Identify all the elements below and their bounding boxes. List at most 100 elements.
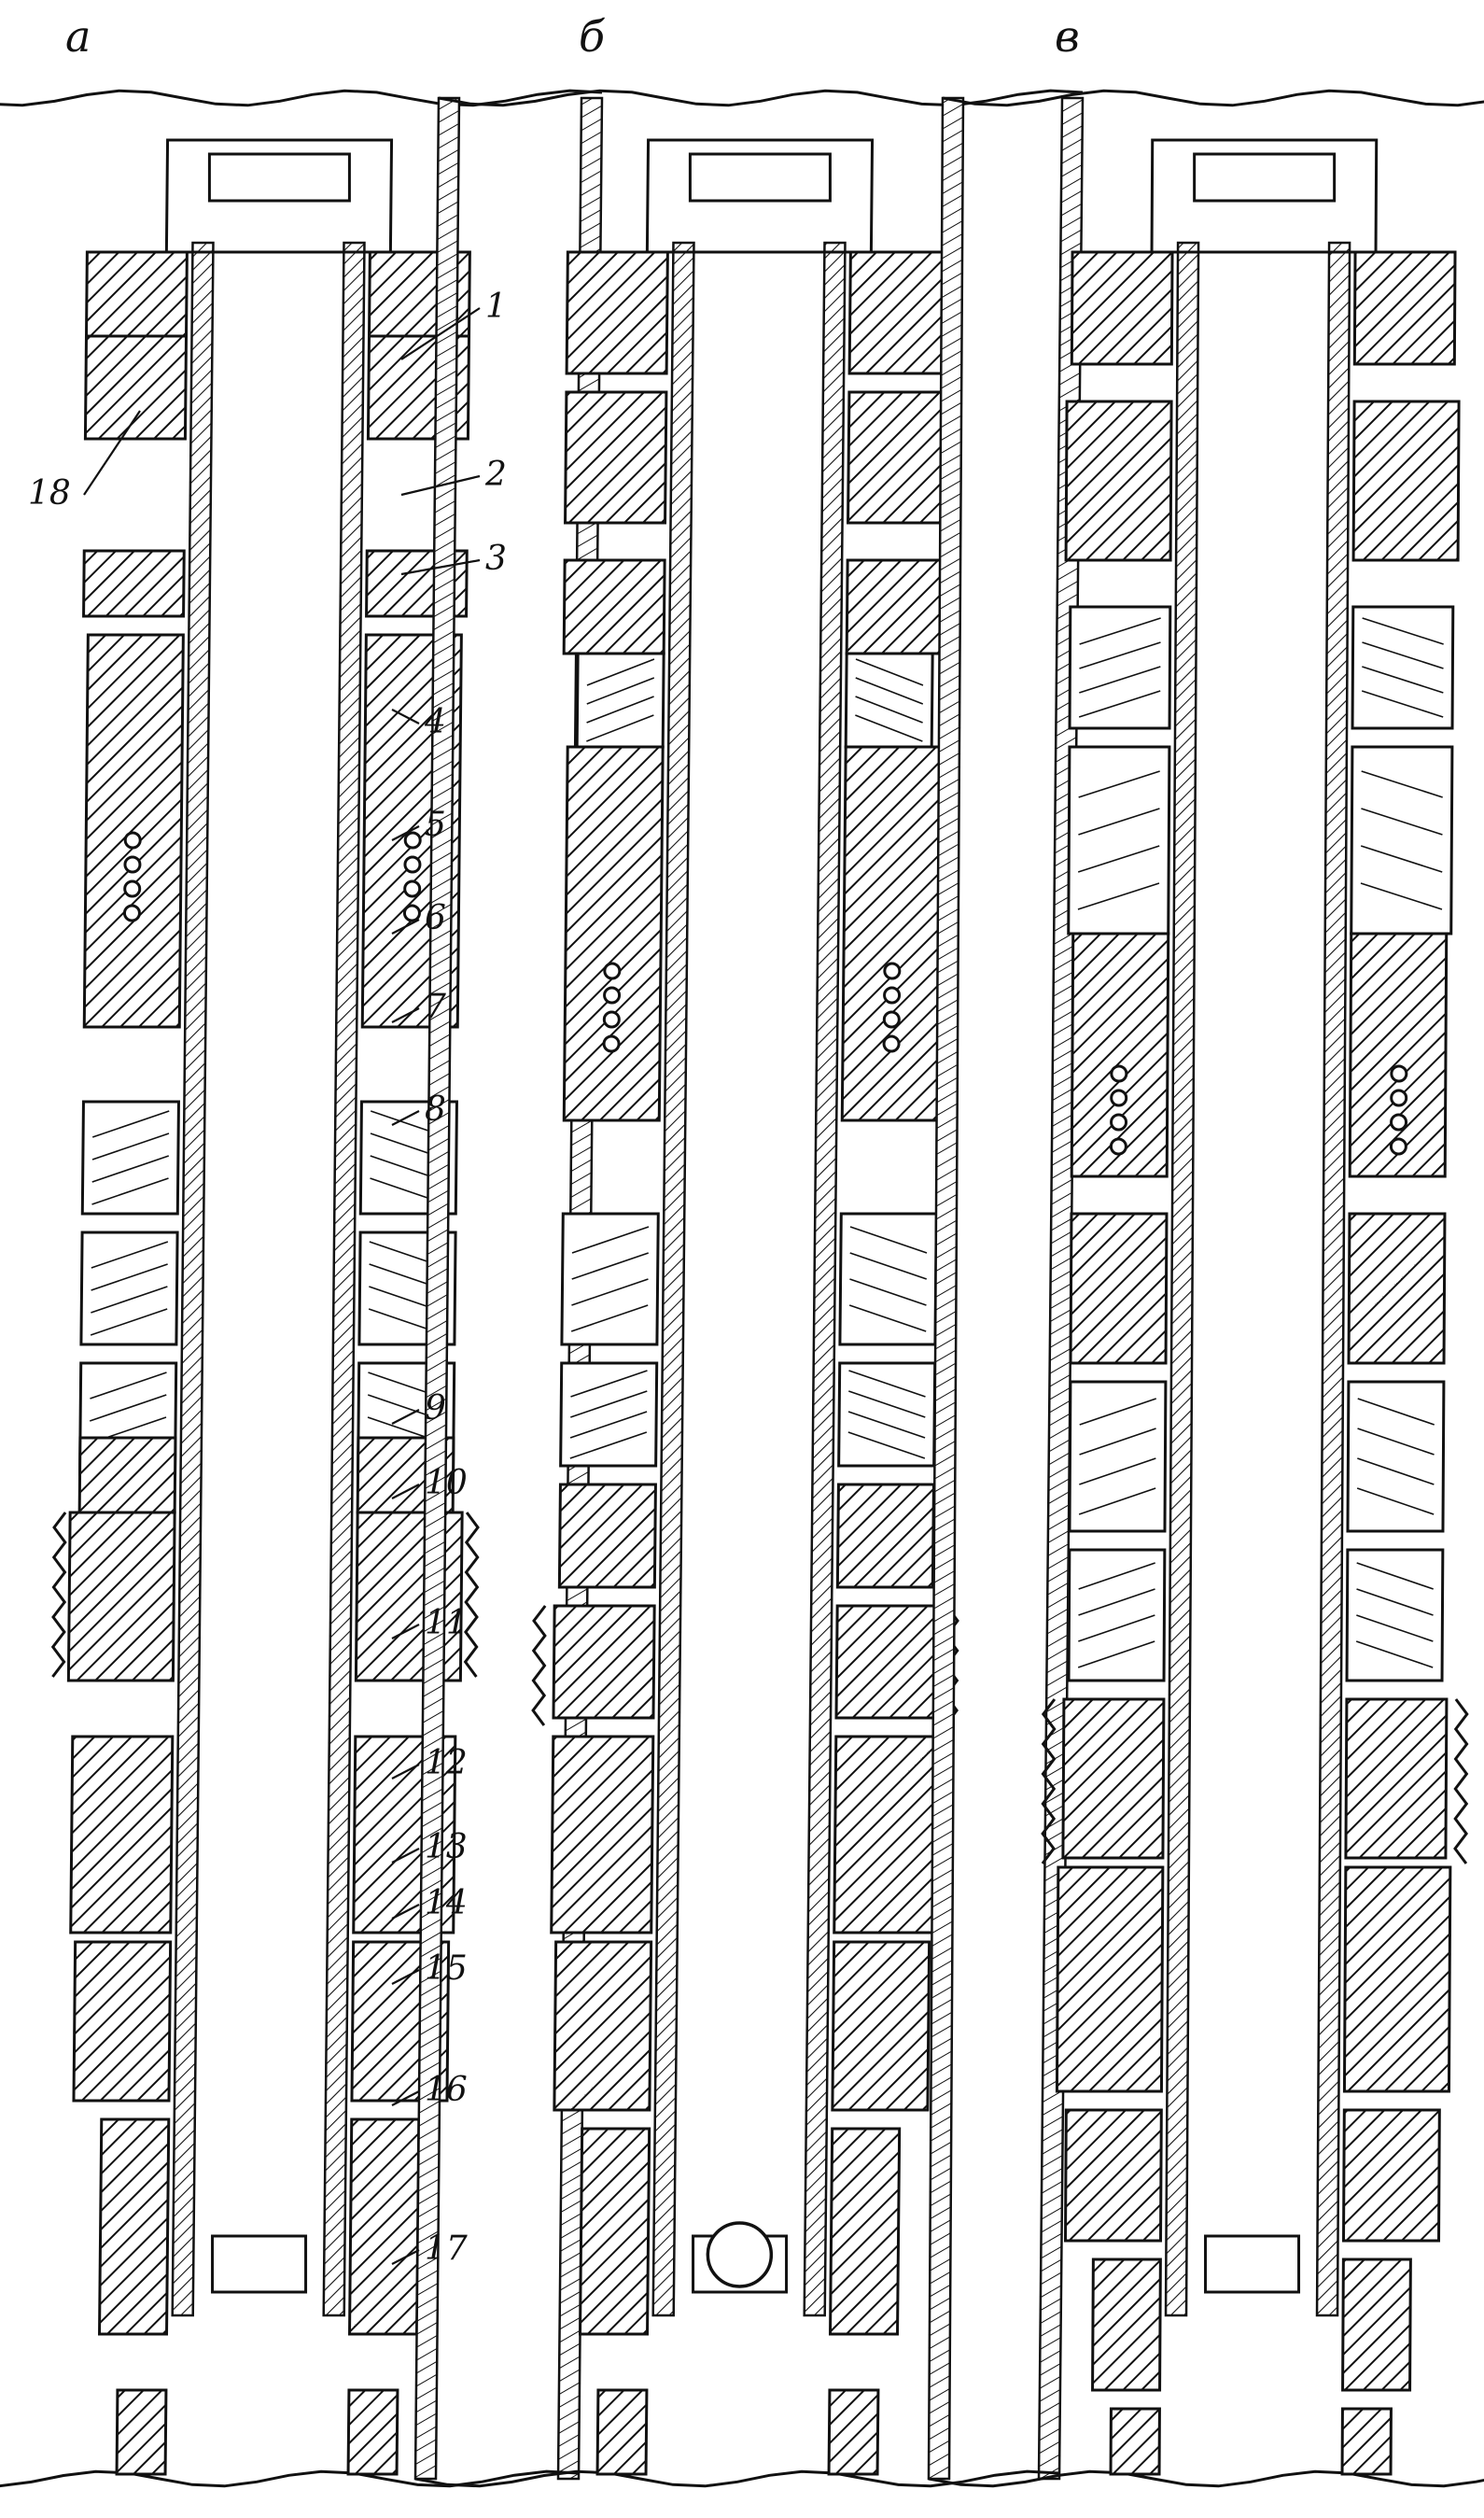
rubber-element-stroke — [847, 1431, 926, 1459]
slip-teeth — [531, 1605, 547, 1726]
top-break-line — [0, 89, 603, 107]
rubber-element-stroke — [848, 1370, 926, 1398]
slip-teeth — [1453, 1698, 1469, 1864]
steel-component-section — [847, 390, 951, 525]
steel-component-section — [1091, 2258, 1162, 2392]
steel-component-section — [562, 745, 665, 1122]
port-hole — [883, 986, 902, 1005]
rubber-element-stroke — [855, 677, 924, 705]
rubber-element-stroke — [849, 1252, 927, 1280]
rubber-element-stroke — [1078, 690, 1161, 718]
rubber-element-stroke — [570, 1390, 648, 1418]
rubber-element-stroke — [586, 696, 654, 724]
steel-component-section — [72, 1940, 173, 2103]
rubber-element-section — [1350, 745, 1454, 935]
steel-component-section — [115, 2388, 168, 2476]
rubber-element-stroke — [1077, 845, 1160, 873]
rubber-element-stroke — [1078, 808, 1160, 836]
rubber-element-stroke — [90, 1372, 167, 1400]
port-hole — [603, 986, 622, 1005]
steel-component-section — [348, 2117, 421, 2336]
steel-component-section — [550, 1735, 655, 1934]
rubber-element-stroke — [91, 1155, 170, 1183]
callout-leader-4 — [391, 709, 420, 724]
steel-component-section — [83, 334, 189, 441]
rubber-element-stroke — [1356, 1614, 1434, 1642]
port-hole — [403, 879, 422, 898]
rubber-element-stroke — [855, 696, 923, 724]
rubber-element-section — [80, 1100, 180, 1216]
callout-leader-9 — [391, 1409, 420, 1425]
callout-leader-16 — [391, 2090, 420, 2106]
steel-component-section — [1342, 1865, 1452, 2093]
rubber-element-section — [1068, 605, 1172, 730]
steel-component-section — [835, 1483, 935, 1589]
top-sub-outline — [645, 138, 875, 254]
callout-leader-7 — [391, 1007, 420, 1023]
port-hole — [123, 879, 142, 898]
rubber-element-stroke — [1357, 1398, 1435, 1426]
port-hole — [123, 855, 142, 874]
callout-label-11: 11 — [425, 1604, 468, 1642]
port-hole — [603, 962, 622, 980]
steel-component-section — [1109, 2407, 1161, 2476]
port-hole — [1110, 1064, 1128, 1083]
steel-component-section — [1352, 250, 1457, 366]
port-hole — [1110, 1113, 1128, 1132]
steel-component-section — [1061, 1697, 1166, 1860]
callout-label-18: 18 — [28, 474, 71, 513]
rubber-element-section — [1351, 605, 1455, 730]
steel-component-section — [77, 1436, 177, 1514]
port-hole — [1109, 1137, 1127, 1156]
steel-component-section — [82, 633, 185, 1029]
port-hole — [1390, 1089, 1408, 1107]
rubber-element-stroke — [91, 1177, 169, 1205]
rubber-element-stroke — [570, 1370, 648, 1398]
panel-label-c: в — [1055, 11, 1080, 62]
rubber-element-stroke — [849, 1278, 927, 1306]
bottom-break-line — [0, 2469, 580, 2488]
steel-component-section — [564, 390, 668, 525]
rubber-element-stroke — [90, 1308, 168, 1336]
steel-component-section — [69, 1735, 175, 1934]
port-hole — [1390, 1113, 1408, 1132]
callout-leader-5 — [391, 825, 420, 841]
top-sub-thread — [1193, 152, 1337, 203]
slip-teeth — [463, 1512, 480, 1678]
steel-component-section — [1069, 1212, 1169, 1365]
steel-component-section — [1064, 400, 1173, 562]
panel-b — [413, 89, 1085, 2488]
rubber-element-stroke — [91, 1110, 170, 1138]
port-hole — [402, 904, 421, 922]
rubber-element-stroke — [1078, 1487, 1156, 1515]
rubber-element-stroke — [1356, 1562, 1434, 1590]
port-hole — [1110, 1089, 1128, 1107]
rubber-element-stroke — [586, 714, 654, 742]
rubber-element-stroke — [1355, 1640, 1434, 1668]
port-hole — [122, 904, 141, 922]
top-sub-outline — [1150, 138, 1379, 254]
steel-component-section — [1348, 932, 1449, 1178]
rubber-element-section — [1346, 1380, 1446, 1533]
rubber-element-stroke — [1077, 882, 1160, 910]
callout-label-4: 4 — [424, 703, 446, 741]
ball-valve — [706, 2221, 774, 2288]
rubber-element-section — [560, 1212, 660, 1346]
rubber-element-stroke — [847, 1411, 926, 1439]
port-hole — [882, 1034, 901, 1053]
top-sub-thread — [207, 152, 351, 203]
steel-component-section — [553, 1940, 653, 2112]
steel-component-section — [1070, 250, 1174, 366]
rubber-element-stroke — [1356, 1487, 1435, 1515]
rubber-element-stroke — [569, 1411, 648, 1439]
callout-label-6: 6 — [425, 899, 446, 937]
steel-component-section — [1347, 1212, 1447, 1365]
rubber-element-stroke — [849, 1226, 928, 1254]
rubber-element-section — [1067, 745, 1171, 935]
port-hole — [403, 855, 422, 874]
callout-leader-11 — [391, 1624, 420, 1639]
steel-component-section — [1340, 2407, 1393, 2476]
callout-label-2: 2 — [484, 456, 507, 494]
